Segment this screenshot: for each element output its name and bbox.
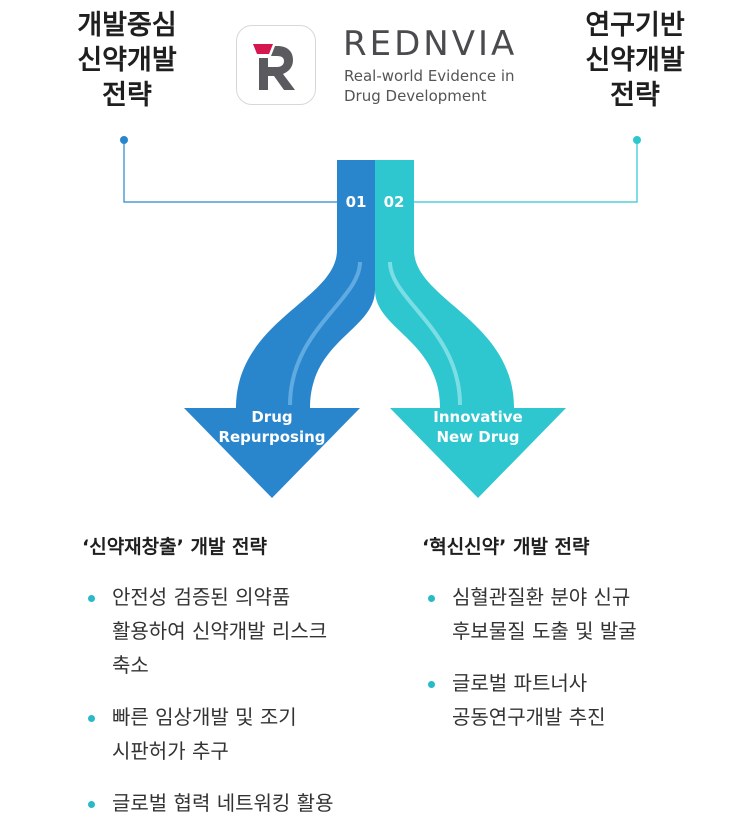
tagline-line: Real-world Evidence in [344, 67, 515, 85]
bullet-dot-icon [88, 801, 95, 808]
list-item: 심혈관질환 분야 신규 후보물질 도출 및 발굴 [428, 580, 728, 648]
left-arrow-shape [184, 160, 375, 498]
right-arrow-label: New Drug [436, 428, 519, 446]
list-item-line: 활용하여 신약개발 리스크 [112, 619, 328, 643]
list-item: 글로벌 협력 네트워킹 활용 [88, 786, 388, 820]
bullet-dot-icon [88, 715, 95, 722]
list-item-line: 후보물질 도출 및 발굴 [452, 619, 637, 643]
list-item-line: 공동연구개발 추진 [452, 705, 606, 729]
left-arrow-label: Drug [251, 408, 292, 426]
list-item-line: 빠른 임상개발 및 조기 [112, 705, 297, 729]
list-item-line: 글로벌 협력 네트워킹 활용 [112, 791, 334, 815]
right-title-line: 연구기반 [585, 10, 685, 41]
right-bullet-list: 심혈관질환 분야 신규 후보물질 도출 및 발굴 글로벌 파트너사 공동연구개발… [428, 580, 728, 752]
list-item-line: 안전성 검증된 의약품 [112, 585, 291, 609]
logo-icon [236, 25, 316, 105]
right-connector-dot [633, 136, 641, 144]
logo-accent-shape [253, 44, 273, 54]
right-arrow-highlight [388, 261, 462, 406]
right-section-title: ‘혁신신약’ 개발 전략 [422, 536, 590, 558]
left-title-line: 개발중심 [77, 10, 177, 41]
left-bullet-list: 안전성 검증된 의약품 활용하여 신약개발 리스크 축소 빠른 임상개발 및 조… [88, 580, 388, 838]
left-strategy-title: 개발중심 신약개발 전략 [52, 8, 202, 113]
left-title-line: 전략 [102, 80, 152, 111]
tagline-line: Drug Development [344, 87, 487, 105]
right-title-line: 신약개발 [585, 45, 685, 76]
bullet-dot-icon [88, 595, 95, 602]
right-strategy-title: 연구기반 신약개발 전략 [560, 8, 710, 113]
brand-name: REDNVIA [343, 24, 518, 64]
list-item: 빠른 임상개발 및 조기 시판허가 추구 [88, 700, 388, 768]
left-section-title: ‘신약재창출’ 개발 전략 [82, 536, 267, 558]
list-item-line: 심혈관질환 분야 신규 [452, 585, 631, 609]
list-item: 안전성 검증된 의약품 활용하여 신약개발 리스크 축소 [88, 580, 388, 682]
list-item-line: 글로벌 파트너사 [452, 671, 588, 695]
diverging-arrows-diagram: 01 02 Drug Repurposing Innovative New Dr… [120, 136, 641, 498]
right-arrow-number: 02 [384, 193, 405, 211]
left-arrow-highlight [288, 261, 362, 406]
right-title-line: 전략 [610, 80, 660, 111]
right-connector-line [414, 140, 638, 203]
logo-r-icon [253, 44, 295, 90]
logo-letter-shape [259, 46, 295, 90]
left-arrow-label: Repurposing [218, 428, 325, 446]
list-item-line: 축소 [112, 653, 149, 677]
left-connector-dot [120, 136, 128, 144]
list-item-line: 시판허가 추구 [112, 739, 229, 763]
bullet-dot-icon [428, 595, 435, 602]
list-item: 글로벌 파트너사 공동연구개발 추진 [428, 666, 728, 734]
right-arrow-label: Innovative [433, 408, 522, 426]
left-title-line: 신약개발 [77, 45, 177, 76]
bullet-dot-icon [428, 681, 435, 688]
left-arrow-number: 01 [346, 193, 367, 211]
right-arrow-shape [375, 160, 566, 498]
brand-tagline: Real-world Evidence in Drug Development [344, 66, 515, 106]
left-connector-line [123, 140, 337, 203]
